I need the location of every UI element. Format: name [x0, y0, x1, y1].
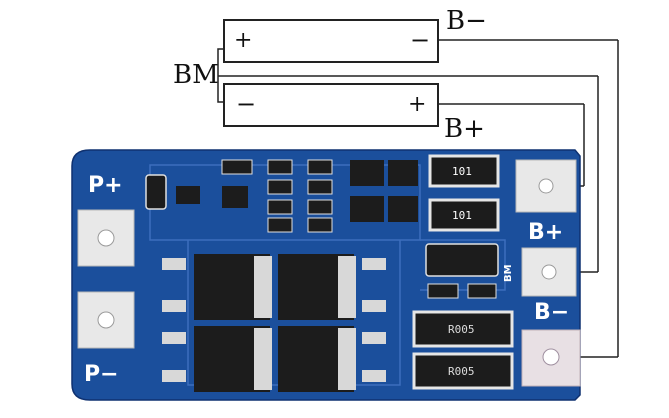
- battery-cell-top: [223, 19, 439, 63]
- pad-b-minus-bottom: [521, 329, 581, 387]
- pcb-label-b-minus: B−: [534, 300, 570, 325]
- pad-p-minus: [77, 291, 135, 349]
- resistor-101-bottom: [428, 198, 500, 232]
- resistor-101-top: [428, 154, 500, 188]
- pad-p-plus: [77, 209, 135, 267]
- label-b-plus: B+: [444, 114, 485, 144]
- battery-bottom-positive: +: [408, 92, 427, 117]
- pcb-label-bm: BM: [503, 264, 514, 282]
- battery-top-negative: −: [410, 26, 431, 54]
- label-b-minus: B−: [446, 6, 487, 36]
- resistor-label-top: 101: [452, 165, 472, 178]
- shunt-label-bottom: R005: [448, 365, 475, 378]
- label-bm: BM: [173, 60, 219, 90]
- pcb-label-b-plus: B+: [528, 220, 564, 245]
- battery-bottom-negative: −: [236, 90, 257, 118]
- shunt-r005-bottom: [412, 352, 514, 390]
- resistor-label-bottom: 101: [452, 209, 472, 222]
- shunt-r005-top: [412, 310, 514, 348]
- battery-top-positive: +: [234, 28, 253, 53]
- pcb-label-p-minus: P−: [84, 362, 119, 387]
- smd-components: [145, 159, 499, 299]
- pad-b-minus-top: [515, 159, 577, 213]
- mosfets: [162, 254, 386, 392]
- pcb-label-p-plus: P+: [88, 173, 123, 198]
- pad-bm: [521, 247, 577, 297]
- shunt-label-top: R005: [448, 323, 475, 336]
- battery-cell-bottom: [223, 83, 439, 127]
